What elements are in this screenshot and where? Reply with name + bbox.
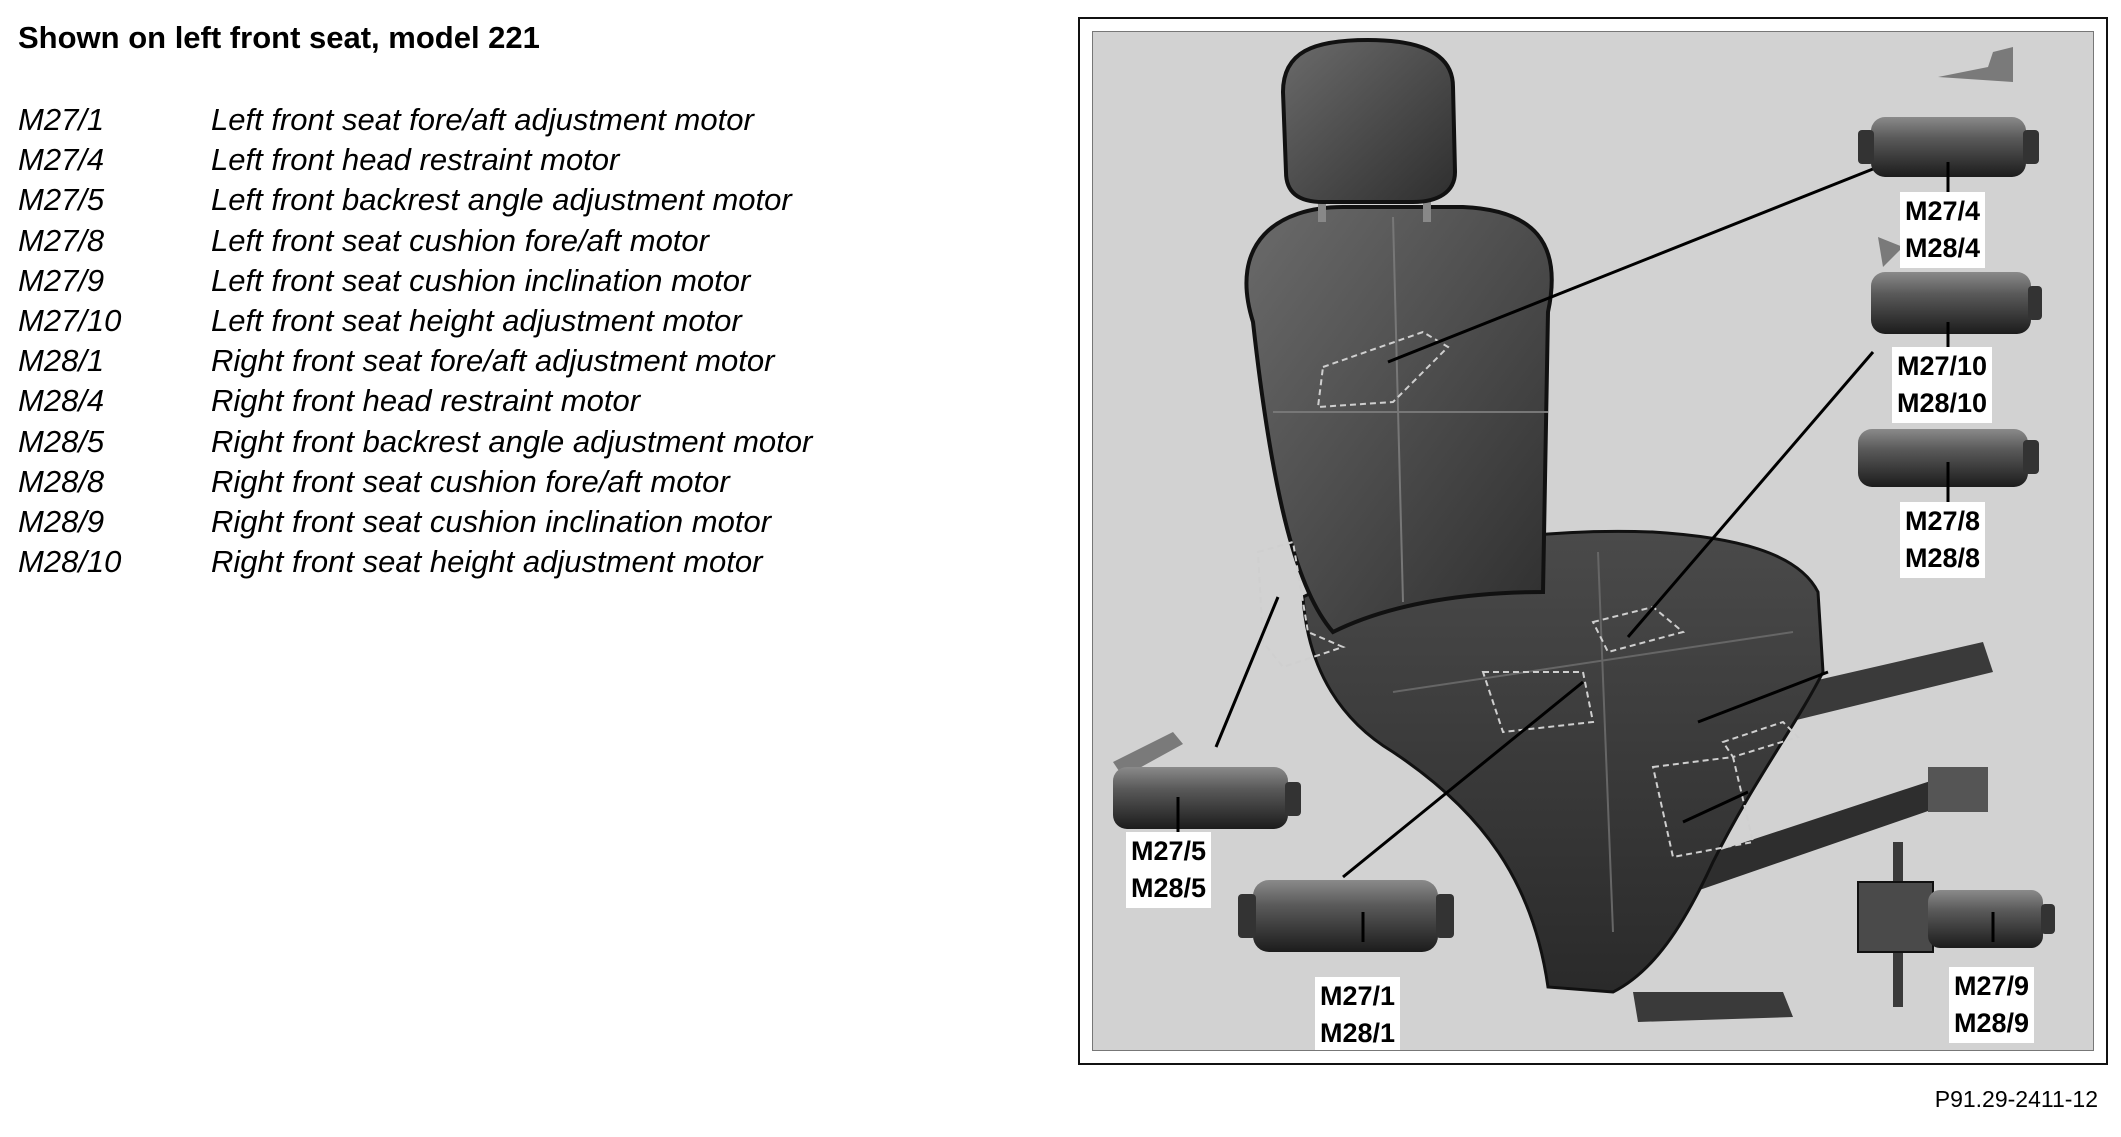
legend-desc: Right front seat fore/aft adjustment mot… <box>211 343 775 379</box>
legend-desc: Left front head restraint motor <box>211 142 620 178</box>
legend-code: M27/1 <box>18 102 105 137</box>
legend-code: M28/10 <box>18 544 122 580</box>
motor-inclination <box>1857 842 2055 1007</box>
legend-desc: Right front seat cushion inclination mot… <box>211 504 772 540</box>
legend-desc: Left front seat height adjustment motor <box>211 303 742 339</box>
callout-text: M28/9 <box>1954 1008 2030 1038</box>
callout-text: M28/8 <box>1905 543 1981 573</box>
callout-text: M27/5 <box>1131 836 1207 866</box>
legend-code: M27/8 <box>18 222 105 258</box>
legend-code: M27/10 <box>18 303 122 339</box>
legend-code: M27/9 <box>18 262 105 298</box>
leader-lines <box>1214 163 1884 879</box>
figure-reference: P91.29-2411-12 <box>1934 1086 2098 1112</box>
callout-foreaft: M27/1 M28/1 <box>1315 977 1401 1050</box>
legend-row: M28/9 Right front seat cushion inclinatio… <box>18 502 812 542</box>
legend-code: M27/4 <box>18 142 105 178</box>
callout-height: M27/10 M28/10 <box>1892 347 1993 423</box>
legend-desc: Left front seat fore/aft adjustment moto… <box>211 102 754 137</box>
seat-backrest-seam <box>1273 216 1548 603</box>
callout-text: M28/5 <box>1131 873 1207 903</box>
legend-row: M28/4 Right front head restraint motor <box>18 381 812 421</box>
legend-row: M28/5 Right front backrest angle adjustme… <box>18 422 812 462</box>
callout-text: M27/8 <box>1905 506 1981 536</box>
callout-text: M27/9 <box>1954 971 2030 1001</box>
legend-desc: Left front seat cushion fore/aft motor <box>211 222 709 258</box>
legend-code: M28/8 <box>18 463 105 499</box>
callout-text: M28/10 <box>1897 388 1988 418</box>
callout-text: M28/4 <box>1905 233 1981 263</box>
motor-head-restraint <box>1858 47 2039 192</box>
legend-desc: Right front seat height adjustment motor <box>211 544 763 580</box>
page-title: Shown on left front seat, model 221 <box>18 20 540 55</box>
legend-row: M27/10 Left front seat height adjustment … <box>18 301 812 341</box>
callout-head-restraint: M27/4 M28/4 <box>1900 192 1986 268</box>
legend-desc: Left front seat cushion inclination moto… <box>211 262 751 298</box>
legend-code: M27/5 <box>18 182 105 218</box>
motor-cushion-foreaft <box>1858 429 2039 502</box>
illustration-panel: M27/4 M28/4 M27/10 M28/10 M27/8 M28/8 M2… <box>1092 31 2094 1051</box>
legend-desc: Right front backrest angle adjustment mo… <box>211 423 813 459</box>
callout-cushion-foreaft: M27/8 M28/8 <box>1900 502 1986 578</box>
head-restraint <box>1280 37 1458 222</box>
callout-inclination: M27/9 M28/9 <box>1949 967 2035 1043</box>
legend-row: M27/4 Left front head restraint motor <box>18 140 812 180</box>
motor-height <box>1871 237 2042 347</box>
seat-illustration <box>1113 37 2055 1022</box>
legend-row: M28/1 Right front seat fore/aft adjustmen… <box>18 341 812 381</box>
hidden-motor-outlines <box>1256 330 1800 859</box>
callout-backrest: M27/5 M28/5 <box>1126 832 1212 908</box>
legend-row: M27/8 Left front seat cushion fore/aft mo… <box>18 221 812 261</box>
callout-text: M28/1 <box>1320 1018 1396 1048</box>
callout-text: M27/4 <box>1905 196 1981 226</box>
motor-foreaft <box>1238 880 1454 952</box>
legend-code: M28/9 <box>18 504 105 540</box>
legend-row: M27/9 Left front seat cushion inclination… <box>18 261 812 301</box>
callout-text: M27/1 <box>1320 981 1396 1011</box>
legend-row: M27/5 Left front backrest angle adjustmen… <box>18 180 812 220</box>
legend-row: M27/1 Left front seat fore/aft adjustment… <box>18 100 812 140</box>
seat-cushion-seam <box>1392 551 1794 933</box>
legend-row: M28/8 Right front seat cushion fore/aft m… <box>18 462 812 502</box>
motor-backrest <box>1113 732 1301 832</box>
legend-desc: Right front seat cushion fore/aft motor <box>211 463 730 499</box>
legend-row: M28/10 Right front seat height adjustment… <box>18 542 812 582</box>
illustration-frame: M27/4 M28/4 M27/10 M28/10 M27/8 M28/8 M2… <box>1078 17 2108 1065</box>
callout-text: M27/10 <box>1897 351 1988 381</box>
legend-code: M28/1 <box>18 343 105 379</box>
legend-code: M28/5 <box>18 423 105 459</box>
legend-list: M27/1 Left front seat fore/aft adjustment… <box>18 100 812 582</box>
legend-desc: Left front backrest angle adjustment mot… <box>211 182 792 218</box>
legend-desc: Right front head restraint motor <box>211 383 641 419</box>
legend-code: M28/4 <box>18 383 105 419</box>
